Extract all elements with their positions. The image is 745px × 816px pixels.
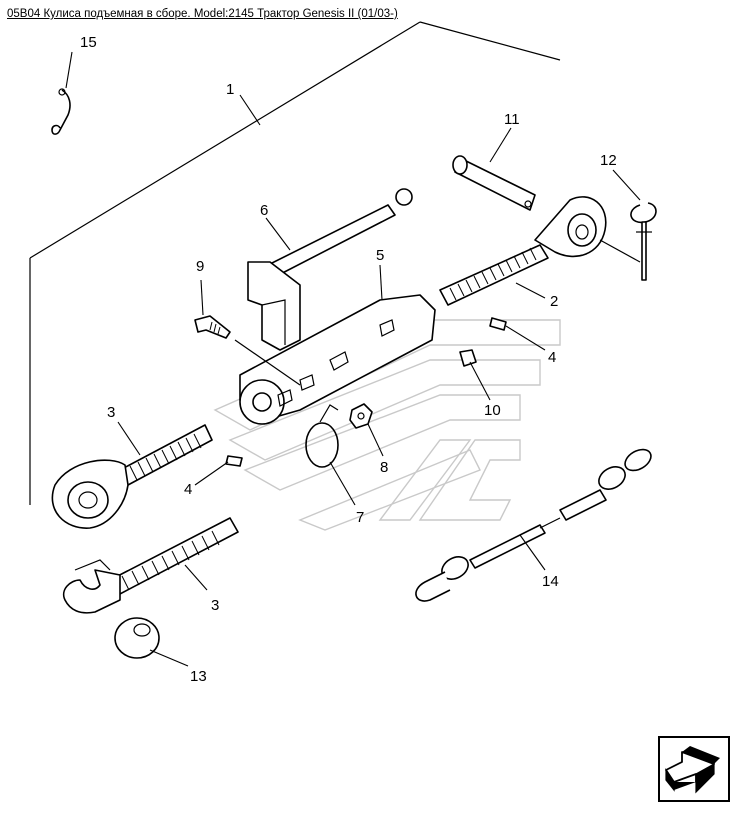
callout-4-upper: 4 <box>548 349 556 366</box>
part-4-grease-fitting-upper <box>489 317 507 331</box>
part-3-threaded-rod-eye <box>51 424 213 529</box>
callout-14: 14 <box>542 573 559 590</box>
callout-2: 2 <box>550 293 558 310</box>
callout-10: 10 <box>484 402 501 419</box>
part-4-grease-fitting-lower <box>225 455 243 467</box>
callout-3-lower: 3 <box>211 597 219 614</box>
callout-9: 9 <box>196 258 204 275</box>
callout-8: 8 <box>380 459 388 476</box>
part-12-lynch-pin <box>630 202 657 281</box>
part-10-fitting <box>459 349 477 367</box>
part-6-lift-rod <box>247 188 413 351</box>
part-2-upper-threaded-rod <box>439 196 641 306</box>
callout-11: 11 <box>504 111 520 128</box>
part-13-ball <box>114 617 160 659</box>
callout-12: 12 <box>600 152 617 169</box>
part-15-spring-clip <box>51 88 71 135</box>
callout-1: 1 <box>226 81 234 98</box>
callout-5: 5 <box>376 247 384 264</box>
part-11-pin <box>452 155 536 211</box>
callout-6: 6 <box>260 202 268 219</box>
callout-3-upper: 3 <box>107 404 115 421</box>
part-9-bolt <box>194 315 231 339</box>
next-arrow-button[interactable] <box>658 736 730 802</box>
part-14-check-chain <box>415 448 652 602</box>
leader-lines <box>65 51 641 667</box>
part-3-threaded-rod-hook <box>62 517 239 614</box>
page-title: 05B04 Кулиса подъемная в сборе. Model:21… <box>7 8 398 20</box>
part-7-ring-clip <box>305 404 339 468</box>
part-5-housing <box>234 294 436 425</box>
arrow-forward-icon <box>665 746 720 794</box>
assembly-outline <box>29 21 561 505</box>
callout-15: 15 <box>80 34 97 51</box>
callout-13: 13 <box>190 668 207 685</box>
callout-4-lower: 4 <box>184 481 192 498</box>
callout-7: 7 <box>356 509 364 526</box>
